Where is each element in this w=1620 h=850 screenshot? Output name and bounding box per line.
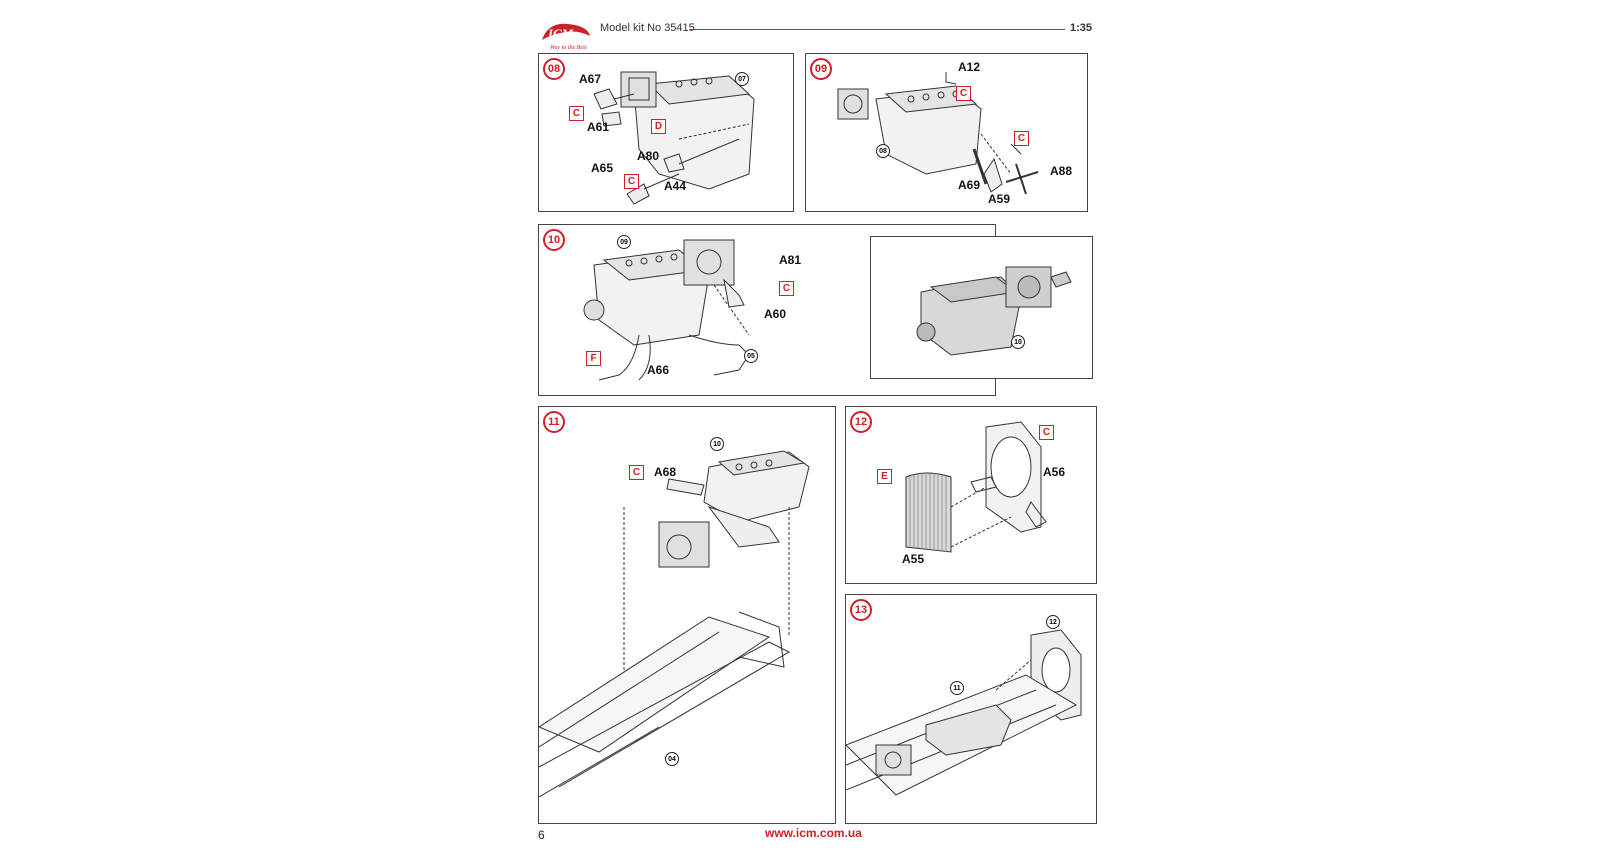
step-10-result-panel: 10 bbox=[870, 236, 1093, 379]
step-number: 08 bbox=[543, 58, 565, 80]
step-number: 12 bbox=[850, 411, 872, 433]
chassis-assembly-drawing bbox=[846, 629, 1082, 796]
color-code-box: C bbox=[1039, 425, 1054, 440]
color-code-box: D bbox=[651, 119, 666, 134]
part-label: A44 bbox=[664, 179, 687, 193]
step-13-panel: 13 12 11 bbox=[845, 594, 1097, 824]
logo-tagline: Way to the Best bbox=[550, 45, 587, 51]
step-reference: 08 bbox=[876, 144, 890, 158]
step-number: 10 bbox=[543, 229, 565, 251]
footer-url-link[interactable]: www.icm.com.ua bbox=[765, 826, 862, 840]
radiator-drawing bbox=[905, 421, 1047, 553]
part-label: A80 bbox=[637, 149, 660, 163]
engine-drawing bbox=[837, 72, 1039, 195]
step-reference: 09 bbox=[617, 235, 631, 249]
step-number: 09 bbox=[810, 58, 832, 80]
header-divider bbox=[690, 29, 1065, 30]
color-code-box: C bbox=[1014, 131, 1029, 146]
step-number: 13 bbox=[850, 599, 872, 621]
part-label: A61 bbox=[587, 120, 610, 134]
part-label: A59 bbox=[988, 192, 1011, 206]
step-reference: 07 bbox=[735, 72, 749, 86]
part-label: A60 bbox=[764, 307, 787, 321]
part-label: A66 bbox=[647, 363, 670, 377]
logo-text: ICM bbox=[547, 26, 574, 41]
step-reference: 12 bbox=[1046, 615, 1060, 629]
part-label: A68 bbox=[654, 465, 677, 479]
icm-logo: ICM Way to the Best bbox=[538, 18, 594, 52]
engine-drawing bbox=[593, 71, 755, 205]
step-reference: 10 bbox=[710, 437, 724, 451]
step-reference: 11 bbox=[950, 681, 964, 695]
chassis-drawing bbox=[539, 450, 810, 798]
page-number: 6 bbox=[538, 828, 545, 842]
step-09-panel: 09 A12 C C A69 A59 A88 08 bbox=[805, 53, 1088, 212]
color-code-box: E bbox=[877, 469, 892, 484]
part-label: A65 bbox=[591, 161, 614, 175]
step-number: 11 bbox=[543, 411, 565, 433]
step-12-panel: 12 C A56 E A55 bbox=[845, 406, 1097, 584]
part-label: A69 bbox=[958, 178, 981, 192]
color-code-box: C bbox=[624, 174, 639, 189]
color-code-box: F bbox=[586, 351, 601, 366]
engine-drawing bbox=[583, 239, 750, 381]
step-reference: 04 bbox=[665, 752, 679, 766]
part-label: A81 bbox=[779, 253, 802, 267]
color-code-box: C bbox=[629, 465, 644, 480]
color-code-box: C bbox=[779, 281, 794, 296]
engine-assembly-drawing bbox=[916, 266, 1072, 356]
step-11-panel: 11 10 C A68 04 bbox=[538, 406, 836, 824]
step-reference: 10 bbox=[1011, 335, 1025, 349]
part-label: A67 bbox=[579, 72, 602, 86]
step-reference: 05 bbox=[744, 349, 758, 363]
scale-label: 1:35 bbox=[1070, 22, 1093, 34]
part-label: A12 bbox=[958, 60, 981, 74]
model-kit-title: Model kit No 35415 bbox=[600, 22, 695, 34]
step-08-panel: 08 A67 C A61 D A80 A65 C A44 07 bbox=[538, 53, 794, 212]
part-label: A88 bbox=[1050, 164, 1073, 178]
color-code-box: C bbox=[569, 106, 584, 121]
part-label: A56 bbox=[1043, 465, 1066, 479]
color-code-box: C bbox=[956, 86, 971, 101]
part-label: A55 bbox=[902, 552, 925, 566]
